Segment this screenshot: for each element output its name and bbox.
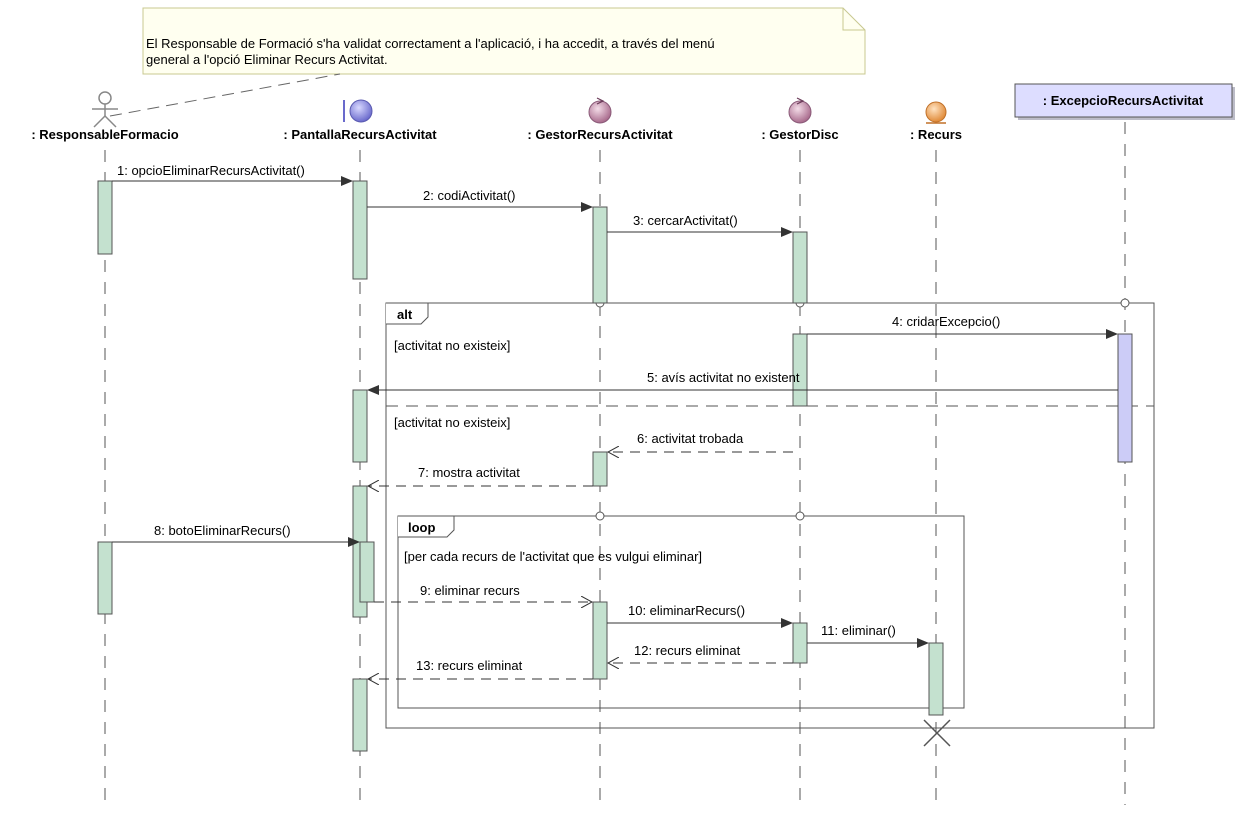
message-label-12: 12: recurs eliminat [634, 643, 741, 658]
lifeline-disc: : GestorDisc [761, 127, 838, 142]
message-label-3: 3: cercarActivitat() [633, 213, 738, 228]
note-line-2: general a l'opció Eliminar Recurs Activi… [146, 52, 388, 67]
actor-icon [92, 91, 118, 128]
activation-bar [352, 389, 368, 463]
activation-bar [97, 180, 113, 255]
message-label-11: 11: eliminar() [821, 623, 896, 638]
activation-bar [792, 231, 808, 304]
loop-title: loop [408, 520, 435, 535]
message-label-1: 1: opcioEliminarRecursActivitat() [117, 163, 305, 178]
message-label-2: 2: codiActivitat() [423, 188, 515, 203]
message-label-8: 8: botoEliminarRecurs() [154, 523, 291, 538]
alt-guard-1: [activitat no existeix] [394, 338, 510, 353]
message-label-7: 7: mostra activitat [418, 465, 520, 480]
loop-guard: [per cada recurs de l'activitat que es v… [404, 549, 702, 564]
alt-guard-2: [activitat no existeix] [394, 415, 510, 430]
message-label-6: 6: activitat trobada [637, 431, 744, 446]
lifeline-recurs: : Recurs [910, 127, 962, 142]
activation-bar [592, 451, 608, 487]
activation-bar [352, 180, 368, 280]
destroy-icon [923, 719, 951, 747]
lifeline-pantalla: : PantallaRecursActivitat [283, 127, 437, 142]
lifeline-excepcio: : ExcepcioRecursActivitat [1043, 93, 1204, 108]
note-line-1: El Responsable de Formació s'ha validat … [146, 36, 715, 51]
lifeline-gestor: : GestorRecursActivitat [527, 127, 673, 142]
activation-bar [592, 206, 608, 304]
activation-bar [592, 601, 608, 680]
message-label-4: 4: cridarExcepcio() [892, 314, 1000, 329]
activation-bar-exception [1117, 333, 1133, 463]
entity-icon [925, 101, 947, 124]
activation-bar [359, 541, 375, 603]
note: El Responsable de Formació s'ha validat … [142, 7, 866, 75]
message-label-13: 13: recurs eliminat [416, 658, 523, 673]
control-icon [788, 97, 812, 124]
message-label-5: 5: avís activitat no existent [647, 370, 800, 385]
message-label-10: 10: eliminarRecurs() [628, 603, 745, 618]
control-icon [588, 97, 612, 124]
boundary-icon [343, 99, 373, 123]
loop-fragment: loop [per cada recurs de l'activitat que… [397, 515, 965, 709]
exception-lifeline-box: : ExcepcioRecursActivitat [1014, 83, 1235, 120]
activation-bar [792, 622, 808, 664]
note-anchor-line [109, 73, 341, 117]
activation-bar [792, 333, 808, 407]
activations [97, 180, 1133, 752]
alt-title: alt [397, 307, 413, 322]
lifeline-responsable: : ResponsableFormacio [31, 127, 178, 142]
fragment-junctions [595, 298, 1130, 521]
alt-fragment: alt [activitat no existeix] [activitat n… [385, 302, 1155, 729]
message-label-9: 9: eliminar recurs [420, 583, 520, 598]
activation-bar [352, 678, 368, 752]
activation-bar [97, 541, 113, 615]
activation-bar [928, 642, 944, 716]
lifeline-lines [104, 122, 1126, 805]
